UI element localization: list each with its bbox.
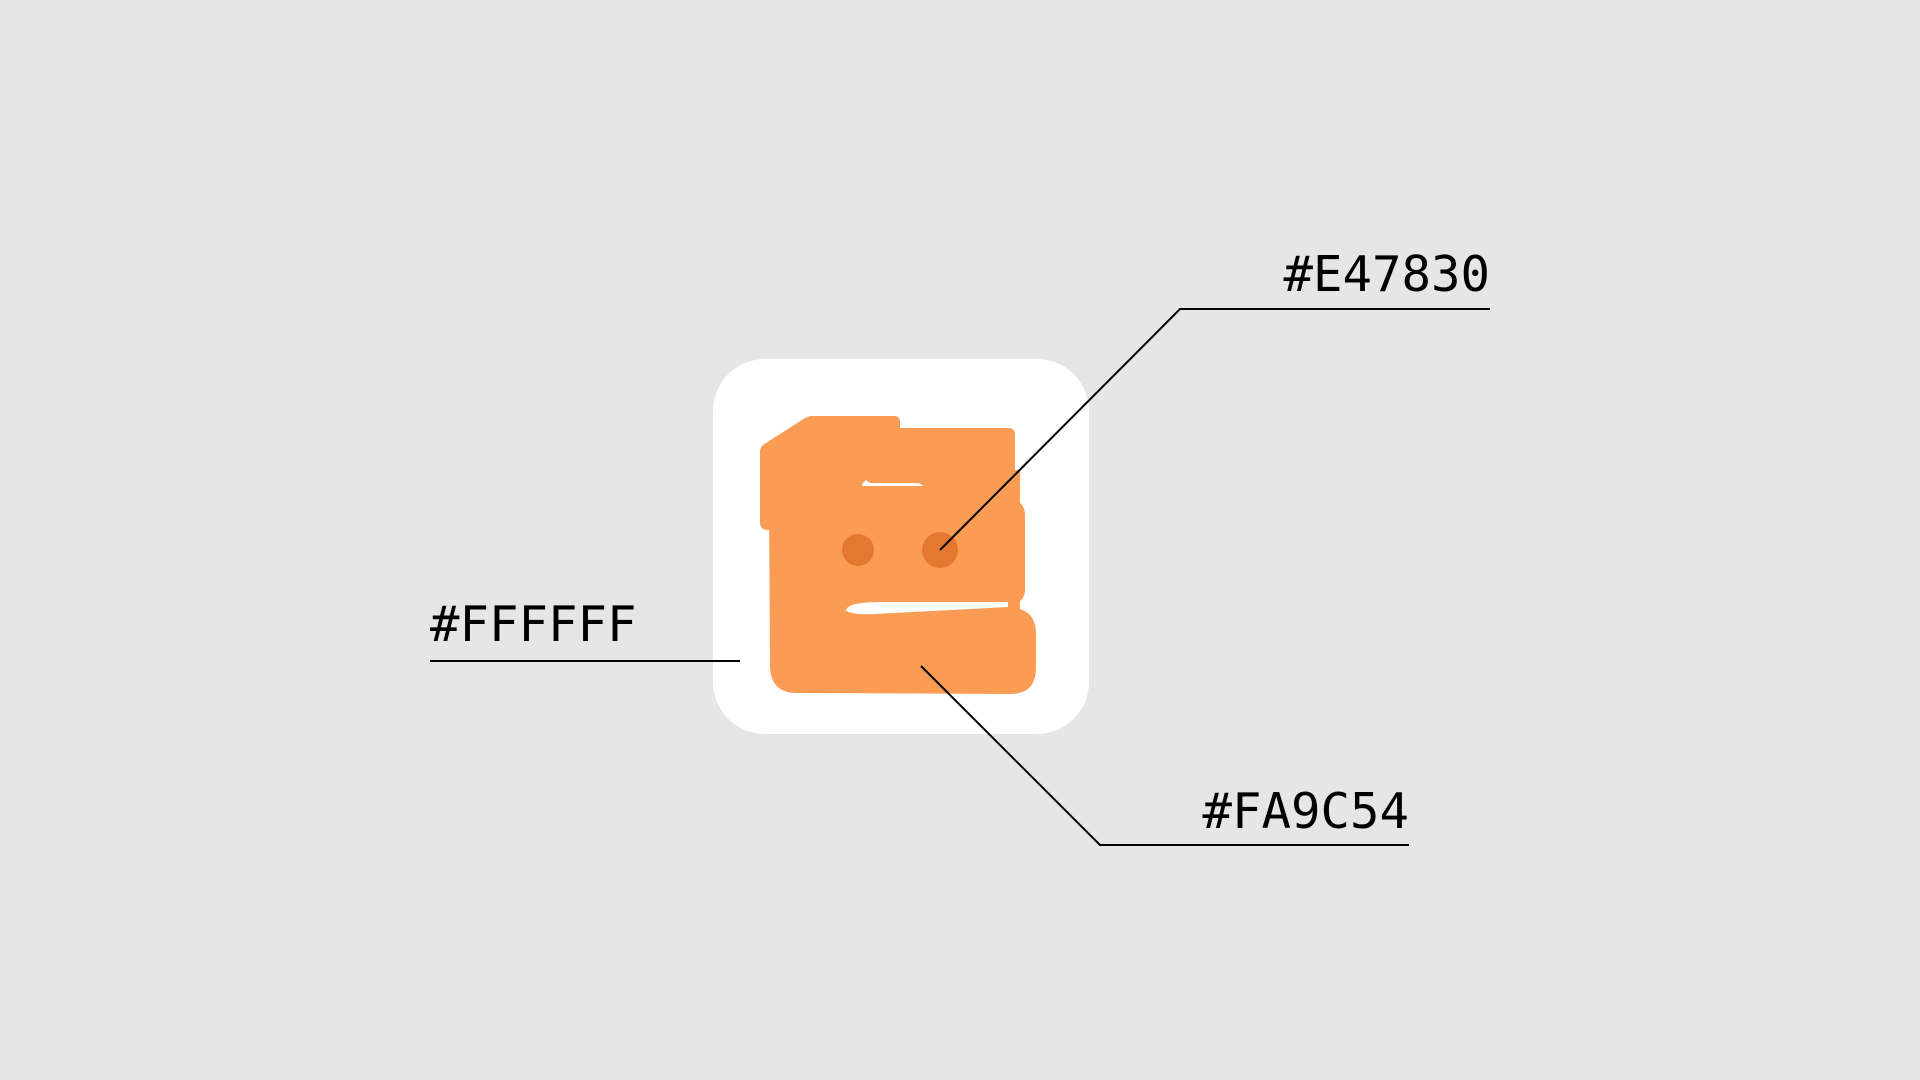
body-color-label: #FA9C54 (1202, 783, 1409, 840)
eye-color-label: #E47830 (1283, 246, 1490, 303)
body-color-leader-line (920, 665, 1409, 846)
leader-lines (430, 308, 1490, 846)
icon-mouth-slit (846, 602, 1008, 615)
tile-color-label: #FFFFFF (430, 596, 637, 653)
eye-color-leader-line (939, 308, 1490, 551)
icon-brow-slit (862, 480, 923, 486)
icon-body-connector (770, 470, 1020, 610)
icon-left-eye (842, 534, 874, 566)
app-icon (713, 359, 1089, 734)
orange-blocky-face-icon (760, 416, 1036, 694)
